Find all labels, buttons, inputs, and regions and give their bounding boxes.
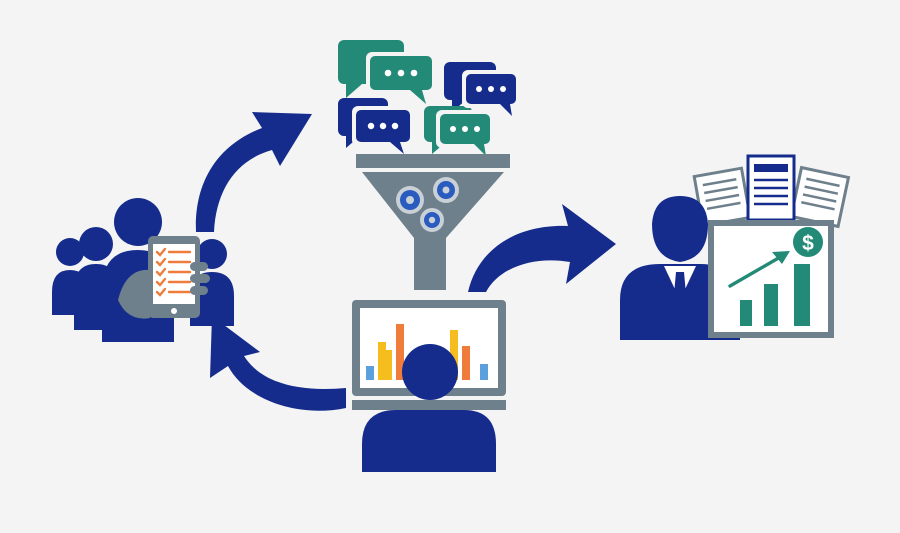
- gear-right: [433, 177, 459, 203]
- arrow-people-to-feedback: [195, 112, 312, 232]
- customer-group-icon: [52, 198, 234, 342]
- growth-chart-board-icon: $: [708, 220, 834, 338]
- data-funnel-icon: [356, 154, 510, 290]
- checklist: [155, 247, 192, 297]
- chat-bubble-teal-lower: [436, 110, 494, 156]
- person-center-head: [114, 198, 162, 246]
- dollar-symbol: $: [802, 232, 814, 255]
- businessman-head: [652, 196, 708, 262]
- gear-left: [396, 186, 424, 214]
- chat-bubble-navy-main: [462, 70, 520, 116]
- bar-chart-icon: [366, 324, 488, 380]
- growth-arrow: [728, 254, 784, 288]
- gear-bottom: [420, 208, 444, 232]
- person-far-left-head: [56, 238, 84, 266]
- businessman-tie: [672, 272, 688, 326]
- analyst-head: [402, 344, 458, 400]
- person-right-head: [197, 239, 227, 269]
- funnel-rim: [356, 154, 510, 168]
- finger-2: [190, 274, 210, 283]
- gears-icon: [396, 177, 459, 232]
- growth-arrowhead: [772, 251, 790, 264]
- phone-button: [171, 308, 177, 314]
- growth-bars: [740, 264, 810, 326]
- analyst-monitor-icon: [352, 300, 506, 472]
- person-right-body: [190, 272, 234, 326]
- arrow-analyst-to-people: [210, 316, 346, 411]
- hand: [118, 269, 150, 319]
- newspaper-right: [789, 165, 851, 229]
- person-left-head: [79, 227, 113, 261]
- finger-1: [190, 262, 208, 271]
- chat-bubble-teal-main: [366, 52, 436, 104]
- keyboard-bar: [352, 400, 506, 410]
- survey-phone-icon: [118, 236, 210, 319]
- newspaper-center: [746, 154, 796, 222]
- newspapers-icon: [692, 154, 851, 229]
- arrow-analyst-to-business: [468, 204, 616, 292]
- analyst-body: [362, 410, 496, 472]
- chat-bubbles-icon: [338, 40, 520, 156]
- dollar-coin-icon: $: [793, 227, 823, 257]
- newspaper-left: [692, 166, 752, 228]
- chat-bubble-navy-lower: [352, 106, 414, 154]
- finger-3: [190, 286, 208, 295]
